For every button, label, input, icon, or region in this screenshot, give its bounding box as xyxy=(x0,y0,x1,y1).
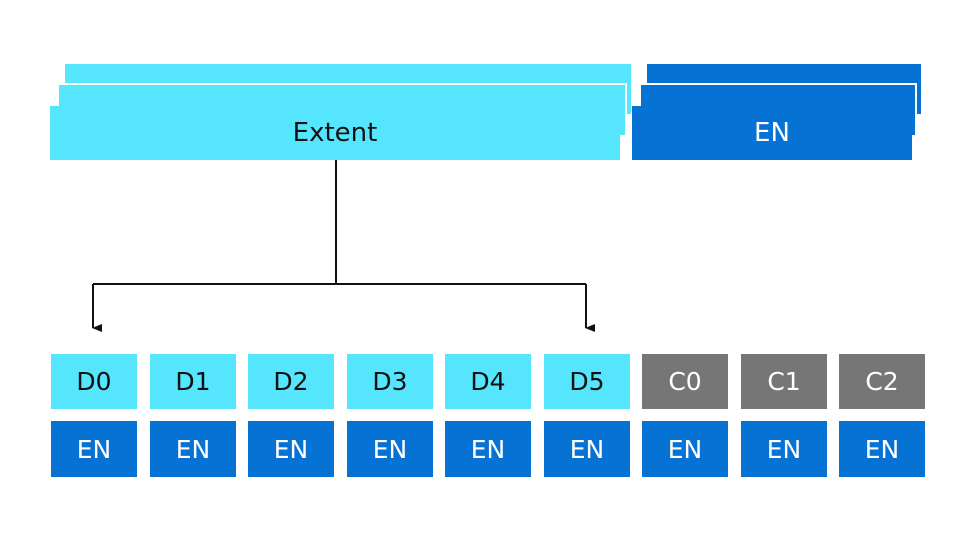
chunk-d1-en: EN xyxy=(150,421,236,477)
extent-box: Extent xyxy=(50,106,620,160)
extent-en-label: EN xyxy=(754,118,790,148)
chunk-label: C0 xyxy=(668,367,702,396)
chunk-c0-en: EN xyxy=(642,421,728,477)
extent-en-box: EN xyxy=(632,106,912,160)
chunk-d3: D3 xyxy=(347,354,433,409)
chunk-d1: D1 xyxy=(150,354,236,409)
chunk-c1-en: EN xyxy=(741,421,827,477)
chunk-en-label: EN xyxy=(766,434,802,464)
chunk-d5: D5 xyxy=(544,354,630,409)
chunk-c2: C2 xyxy=(839,354,925,409)
chunk-en-label: EN xyxy=(76,434,112,464)
chunk-en-label: EN xyxy=(273,434,309,464)
chunk-c0: C0 xyxy=(642,354,728,409)
chunk-label: D1 xyxy=(175,367,211,396)
chunk-label: D3 xyxy=(372,367,408,396)
chunk-en-label: EN xyxy=(569,434,605,464)
chunk-d0: D0 xyxy=(51,354,137,409)
chunk-d4: D4 xyxy=(445,354,531,409)
chunk-d2: D2 xyxy=(248,354,334,409)
chunk-label: D0 xyxy=(76,367,112,396)
chunk-d3-en: EN xyxy=(347,421,433,477)
chunk-en-label: EN xyxy=(372,434,408,464)
chunk-d0-en: EN xyxy=(51,421,137,477)
chunk-d4-en: EN xyxy=(445,421,531,477)
chunk-label: D5 xyxy=(569,367,605,396)
chunk-label: D4 xyxy=(470,367,506,396)
chunk-en-label: EN xyxy=(864,434,900,464)
extent-label: Extent xyxy=(292,118,378,148)
chunk-label: D2 xyxy=(273,367,309,396)
chunk-d2-en: EN xyxy=(248,421,334,477)
chunk-en-label: EN xyxy=(175,434,211,464)
chunk-en-label: EN xyxy=(470,434,506,464)
chunk-c2-en: EN xyxy=(839,421,925,477)
chunk-c1: C1 xyxy=(741,354,827,409)
chunk-d5-en: EN xyxy=(544,421,630,477)
chunk-en-label: EN xyxy=(667,434,703,464)
chunk-label: C1 xyxy=(767,367,801,396)
chunk-label: C2 xyxy=(865,367,899,396)
